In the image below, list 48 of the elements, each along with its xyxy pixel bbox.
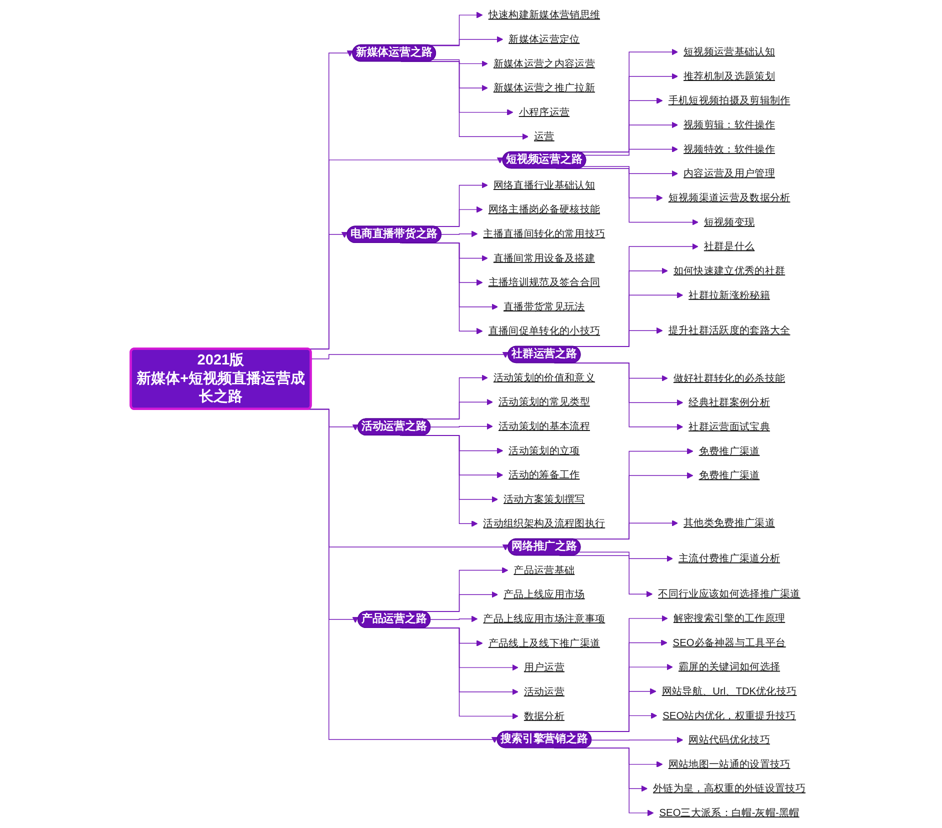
node-text: 不同行业应该如何选择推广渠道	[658, 588, 800, 600]
node-text: 用户运营	[524, 661, 565, 673]
node-text: 新媒体运营定位	[508, 33, 580, 45]
arrow	[591, 736, 684, 744]
node-text: 视频剪辑：软件操作	[684, 118, 775, 130]
node-text: 主播培训规范及签合合同	[488, 276, 600, 288]
node-text: 网站代码优化技巧	[688, 734, 770, 746]
node-text: 社群是什么	[704, 240, 755, 252]
node-text: 短视频运营基础认知	[684, 46, 775, 58]
node-text: 提升社群活跃度的套路大全	[668, 324, 790, 336]
arrow	[430, 616, 478, 622]
node-text: 解密搜索引擎的工作原理	[673, 612, 786, 624]
arrow	[573, 327, 663, 348]
arrow	[310, 352, 509, 360]
node-text: 活动策划的基本流程	[498, 420, 590, 432]
node-text: 活动组织架构及流程图执行	[483, 517, 606, 529]
node-text: 网络主播岗必备硬核技能	[488, 203, 600, 215]
node-text: 活动的筹备工作	[508, 468, 580, 480]
node-text: 短视频渠道运营及数据分析	[668, 192, 790, 204]
node-text: 运营	[534, 130, 554, 142]
arrow	[578, 552, 673, 562]
node-text: 活动策划的常见类型	[498, 396, 590, 408]
node-text: 网站导航、Url、TDK优化技巧	[662, 685, 797, 697]
arrow	[430, 423, 493, 430]
node-text: 内容运营及用户管理	[684, 167, 775, 179]
arrow	[584, 146, 678, 156]
node-text: 社群运营面试宝典	[688, 420, 770, 432]
node-text: 主播直播间转化的常用技巧	[483, 228, 606, 240]
node-text: 手机短视频拍摄及剪辑制作	[668, 94, 790, 106]
node-text: 免费推广渠道	[698, 469, 760, 481]
node-text: 霸屏的关键词如何选择	[678, 660, 780, 672]
node-text: 新媒体运营之推广拉新	[493, 82, 595, 94]
node-text: 活动方案策划撰写	[504, 493, 585, 505]
node-text: 其他类免费推广渠道	[684, 516, 775, 528]
arrow	[573, 520, 678, 540]
node-text: 快速构建新媒体营销思维	[488, 8, 600, 20]
arrow	[432, 59, 488, 67]
node-text: 经典社群案例分析	[688, 396, 770, 408]
node-text: 主流付费推广渠道分析	[678, 552, 780, 564]
node-text: 外链为皇，高权重的外链设置技巧	[653, 782, 806, 794]
arrow	[430, 36, 504, 46]
arrow	[441, 230, 478, 238]
node-text: 活动运营	[524, 686, 565, 698]
arrow	[582, 166, 678, 177]
node-text: 产品上线应用市场	[504, 588, 585, 600]
node-text: 直播间促单转化的小技巧	[488, 324, 600, 336]
node-text: SEO三大派系：白帽-灰帽-黑帽	[659, 806, 800, 818]
node-text: 如何快速建立优秀的社群	[673, 264, 786, 276]
